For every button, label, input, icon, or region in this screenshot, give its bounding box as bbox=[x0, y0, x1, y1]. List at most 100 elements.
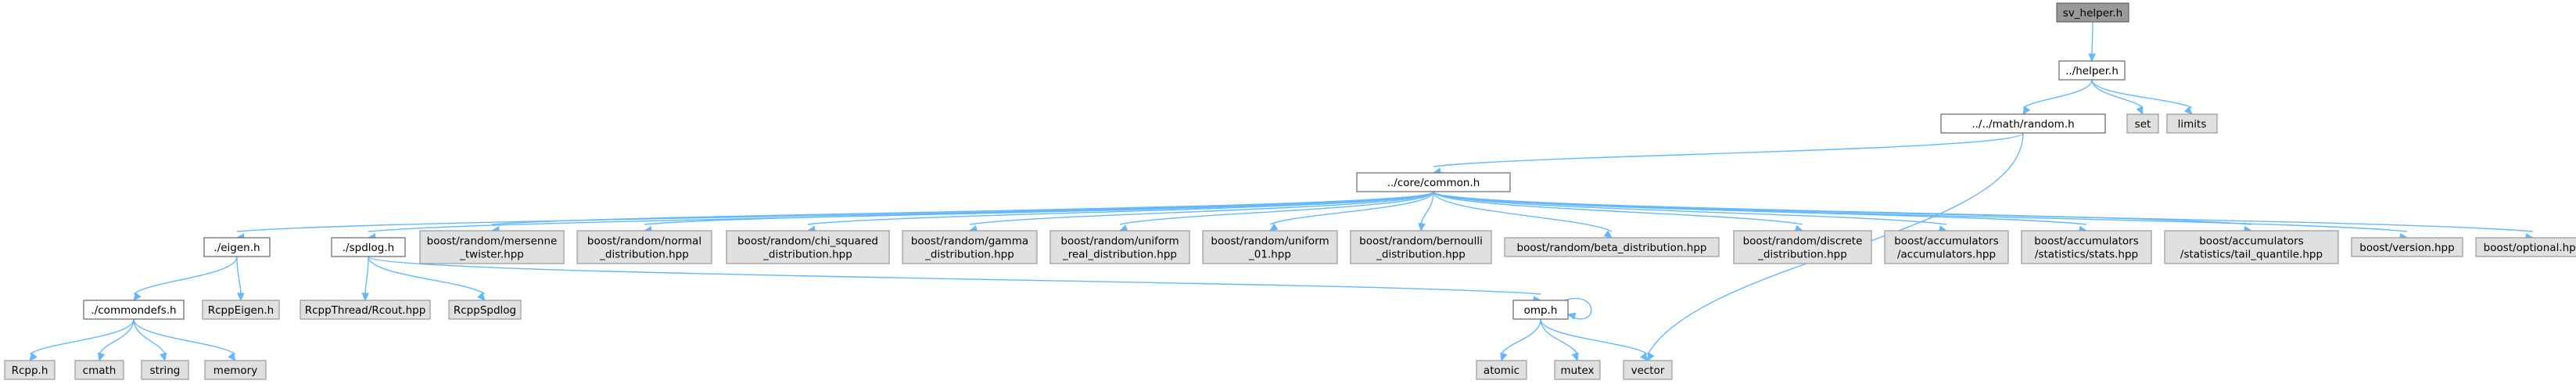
node-label: cmath bbox=[83, 364, 117, 377]
node-label: /accumulators.hpp bbox=[1897, 249, 1996, 261]
node-label: ./spdlog.h bbox=[343, 242, 394, 254]
node-eigen[interactable]: ./eigen.h bbox=[203, 237, 271, 257]
node-rcpp: Rcpp.h bbox=[4, 360, 56, 380]
node-normal: boost/random/normal_distribution.hpp bbox=[576, 230, 712, 264]
node-label: ./eigen.h bbox=[213, 242, 260, 254]
node-box bbox=[576, 230, 712, 264]
edge-line bbox=[133, 256, 238, 295]
edge-arrowhead bbox=[29, 352, 38, 361]
node-spdlog[interactable]: ./spdlog.h bbox=[331, 237, 406, 257]
edge-helper-to-random bbox=[2022, 79, 2093, 116]
node-box bbox=[1350, 230, 1492, 264]
edge-arrowhead bbox=[97, 352, 106, 362]
edge-line bbox=[1540, 318, 1578, 355]
edge-line bbox=[644, 191, 1434, 225]
edge-line bbox=[1269, 191, 1434, 225]
node-label: boost/random/mersenne bbox=[427, 235, 558, 248]
edge-line bbox=[1433, 191, 2408, 232]
edge-line bbox=[1564, 298, 1592, 320]
node-set: set bbox=[2126, 113, 2159, 134]
edge-arrowhead bbox=[1571, 352, 1579, 362]
node-label: Rcpp.h bbox=[12, 364, 48, 377]
node-string: string bbox=[141, 360, 189, 380]
edge-line bbox=[29, 318, 135, 355]
node-label: boost/random/chi_squared bbox=[737, 235, 878, 248]
node-label: _real_distribution.hpp bbox=[1062, 249, 1177, 261]
edge-line bbox=[368, 256, 1541, 295]
edge-arrowhead bbox=[1418, 223, 1426, 232]
edge-line bbox=[99, 318, 135, 355]
edge-common-to-stats bbox=[1433, 191, 2088, 234]
edge-line bbox=[1501, 318, 1541, 355]
node-box bbox=[1202, 230, 1338, 264]
node-atomic: atomic bbox=[1476, 360, 1527, 380]
edge-arrowhead bbox=[236, 292, 245, 302]
node-box bbox=[74, 360, 124, 380]
edge-arrowhead bbox=[361, 292, 369, 302]
edge-line bbox=[2022, 79, 2093, 109]
node-limits: limits bbox=[2166, 113, 2218, 134]
node-commondefs[interactable]: ./commondefs.h bbox=[83, 300, 185, 320]
edge-arrowhead bbox=[1268, 223, 1279, 231]
nodes-layer: sv_helper.h ../helper.h set limits ../../mat… bbox=[4, 2, 2576, 380]
node-rcppspdlog: RcppSpdlog bbox=[448, 300, 522, 320]
edge-line bbox=[491, 191, 1434, 225]
node-sv-helper[interactable]: sv_helper.h bbox=[2056, 2, 2129, 23]
edge-omp-to-vector bbox=[1540, 318, 1649, 361]
node-label: ../core/common.h bbox=[1387, 177, 1480, 189]
node-label: memory bbox=[213, 364, 257, 377]
node-box bbox=[2475, 237, 2576, 257]
node-box bbox=[2351, 237, 2463, 257]
node-label: boost/accumulators bbox=[2199, 235, 2304, 248]
edge-spdlog-to-rcppthread bbox=[361, 256, 369, 302]
node-stats: boost/accumulators/statistics/stats.hpp bbox=[2021, 230, 2152, 264]
node-box bbox=[902, 230, 1038, 264]
node-box bbox=[4, 360, 56, 380]
node-uniform-real: boost/random/uniform_real_distribution.h… bbox=[1049, 230, 1190, 264]
edge-omp-to-atomic bbox=[1500, 318, 1541, 362]
node-label: _distribution.hpp bbox=[599, 249, 689, 261]
node-box bbox=[1733, 230, 1872, 264]
edge-line bbox=[364, 256, 369, 295]
node-rcppthread: RcppThread/Rcout.hpp bbox=[300, 300, 431, 320]
edge-commondefs-to-string bbox=[133, 318, 167, 362]
edge-eigen-to-commondefs bbox=[133, 256, 238, 301]
edge-line bbox=[1433, 191, 1947, 225]
node-helper[interactable]: ../helper.h bbox=[2058, 60, 2126, 81]
node-label: _distribution.hpp bbox=[762, 249, 852, 261]
edge-line bbox=[368, 256, 486, 295]
node-random[interactable]: ../../math/random.h bbox=[1940, 113, 2106, 134]
edge-line bbox=[133, 318, 236, 355]
node-version: boost/version.hpp bbox=[2351, 237, 2463, 257]
node-common[interactable]: ../core/common.h bbox=[1356, 172, 1511, 192]
node-omp[interactable]: omp.h bbox=[1512, 300, 1569, 320]
edge-line bbox=[236, 191, 1434, 232]
node-box bbox=[1356, 172, 1511, 192]
edge-arrowhead bbox=[160, 352, 167, 362]
node-box bbox=[1049, 230, 1190, 264]
node-box bbox=[2056, 2, 2129, 23]
edge-line bbox=[1433, 191, 1613, 232]
edge-arrowhead bbox=[2183, 106, 2193, 115]
node-label: vector bbox=[1631, 364, 1665, 377]
edge-line bbox=[2091, 79, 2144, 109]
edge-line bbox=[2091, 21, 2093, 56]
node-tail: boost/accumulators/statistics/tail_quant… bbox=[2164, 230, 2339, 264]
node-label: _distribution.hpp bbox=[924, 249, 1014, 261]
edge-arrowhead bbox=[1500, 352, 1508, 362]
edge-helper-to-limits bbox=[2091, 79, 2193, 115]
node-rcppeigen: RcppEigen.h bbox=[202, 300, 280, 320]
node-label: sv_helper.h bbox=[2063, 7, 2122, 20]
node-label: _twister.hpp bbox=[459, 249, 524, 261]
node-box bbox=[2058, 60, 2126, 81]
node-box bbox=[2166, 113, 2218, 134]
edge-line bbox=[236, 256, 242, 295]
node-box bbox=[203, 237, 271, 257]
edge-common-to-bernoulli bbox=[1418, 191, 1434, 232]
edge-line bbox=[1420, 191, 1434, 225]
node-label: atomic bbox=[1484, 364, 1519, 377]
node-label: omp.h bbox=[1524, 304, 1558, 317]
node-optional: boost/optional.hpp bbox=[2475, 237, 2576, 257]
node-label: limits bbox=[2178, 118, 2207, 131]
edge-line bbox=[807, 191, 1434, 225]
